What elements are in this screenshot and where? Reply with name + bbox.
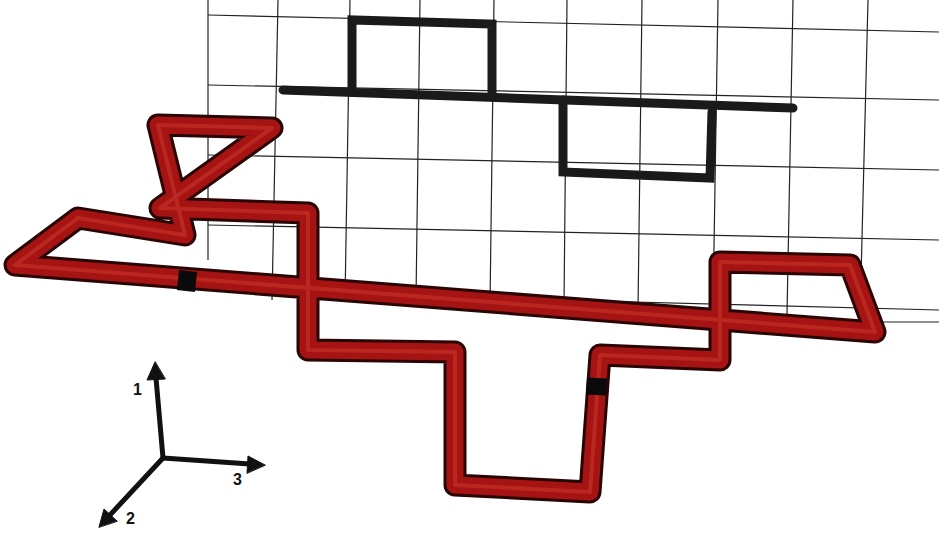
axis-label: 3 (233, 472, 242, 488)
axis-arrows (99, 362, 265, 527)
axis-label: 2 (126, 511, 135, 527)
axis-label: 1 (133, 382, 142, 398)
red-tube (15, 125, 875, 492)
tube-marker (178, 280, 597, 395)
knot-projection (283, 20, 793, 178)
